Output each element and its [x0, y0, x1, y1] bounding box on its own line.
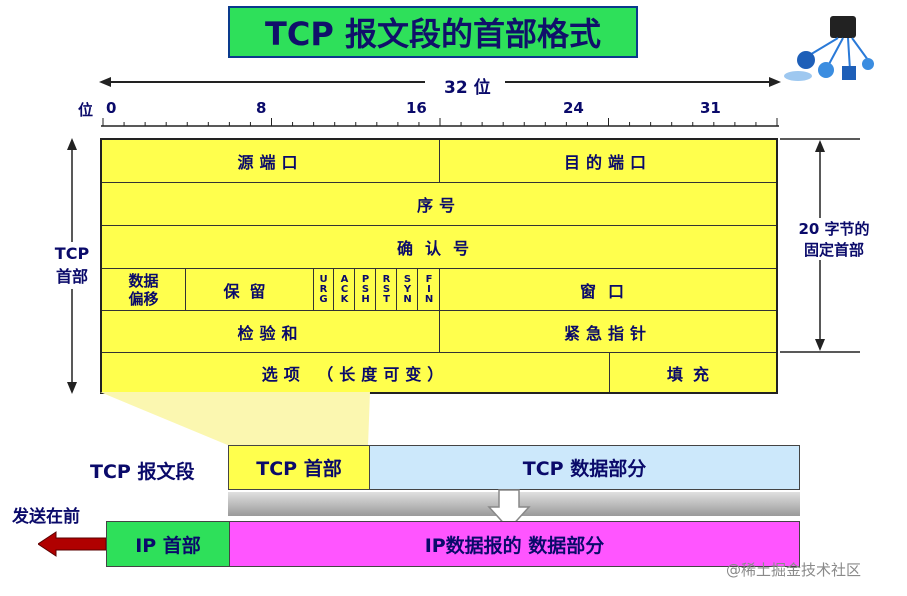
tcp-header-box: TCP 首部: [228, 445, 370, 490]
fixed-label-line2: 固定首部: [803, 241, 864, 259]
tick-label-8: 8: [256, 99, 267, 117]
ip-data-box: IP数据报的 数据部分: [229, 521, 800, 567]
checksum-field: 检验和: [102, 311, 440, 353]
tick-label-16: 16: [406, 99, 427, 117]
watermark: @稀土掘金技术社区: [726, 561, 862, 579]
fixed-header-label: 20 字节的 固定首部: [784, 218, 884, 260]
width-label: 32 位: [444, 78, 491, 98]
send-direction-arrow-icon: [38, 531, 107, 557]
page-title: TCP 报文段的首部格式: [228, 6, 638, 58]
tcp-segment-label: TCP 报文段: [90, 461, 195, 483]
padding-field: 填充: [666, 364, 719, 384]
fixed-label-line1: 20 字节的: [798, 220, 870, 238]
tcp-header-side-label: TCP 首部: [44, 242, 100, 289]
expansion-wedge: [100, 392, 370, 446]
seq-field: 序号: [102, 183, 776, 226]
options-field: 选项 （长度可变）: [102, 353, 610, 392]
window-field: 窗口: [440, 269, 776, 311]
src-port-field: 源端口: [102, 140, 440, 183]
down-arrow-icon: [487, 489, 531, 531]
bit-ruler: [99, 77, 781, 127]
network-icon: [784, 16, 874, 81]
tick-label-24: 24: [563, 99, 584, 117]
urgent-pointer-field: 紧急指针: [440, 311, 776, 353]
send-first-label: 发送在前: [12, 507, 80, 527]
data-offset-field: 数据 偏移: [102, 269, 186, 311]
dst-port-field: 目的端口: [440, 140, 776, 183]
side-label-line1: TCP: [54, 244, 90, 263]
tick-label-0: 0: [106, 99, 117, 117]
ip-header-box: IP 首部: [106, 521, 230, 567]
offset-line1: 数据: [128, 271, 159, 290]
ack-field: 确认号: [102, 226, 776, 269]
tcp-data-box: TCP 数据部分: [369, 445, 800, 490]
tick-label-31: 31: [700, 99, 721, 117]
side-label-line2: 首部: [55, 267, 88, 286]
offset-line2: 偏移: [128, 289, 159, 308]
reserved-field: 保留: [186, 269, 314, 311]
bit-label: 位: [78, 101, 94, 119]
